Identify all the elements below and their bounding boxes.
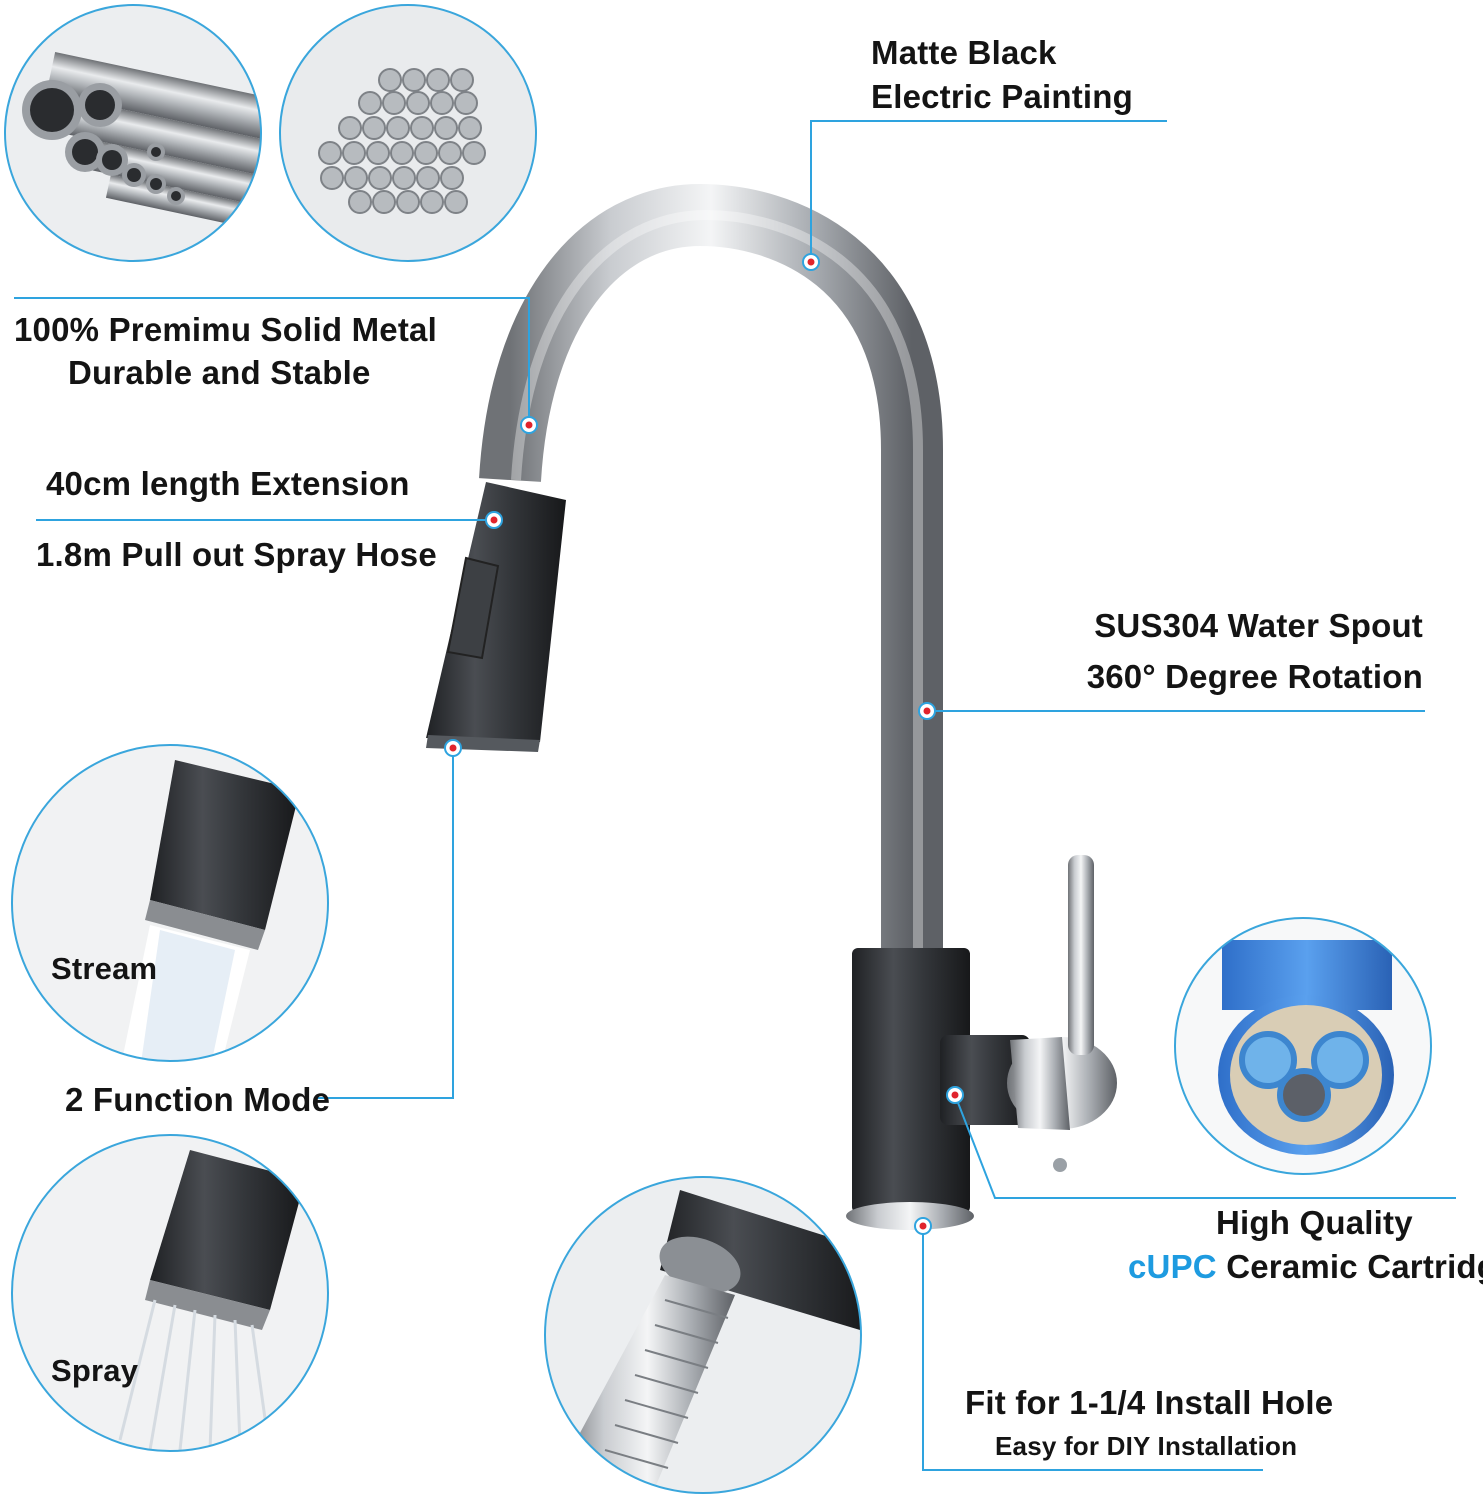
solid-metal-line2: Durable and Stable: [68, 354, 371, 391]
callout-dot: [946, 1086, 964, 1104]
spray-label: Spray: [51, 1353, 139, 1388]
callout-line-function-mode: [316, 748, 454, 1099]
callout-dot: [485, 511, 503, 529]
extension-line1: 40cm length Extension: [46, 465, 410, 502]
cartridge-line2: cUPC Ceramic Cartridge: [1128, 1250, 1483, 1283]
metal-rods-image: [279, 4, 537, 262]
callout-dots: [444, 253, 964, 1235]
install-line2: Easy for DIY Installation: [995, 1431, 1298, 1461]
callout-line-install: [922, 1226, 1263, 1471]
stream-mode-image: [11, 744, 329, 1062]
extension-line2: 1.8m Pull out Spray Hose: [36, 536, 437, 573]
callout-line-solid-metal: [14, 297, 530, 425]
ceramic-cartridge-image: [1174, 917, 1432, 1175]
matte-black-line1: Matte Black: [871, 34, 1057, 71]
solid-metal-line1: 100% Premimu Solid Metal: [14, 311, 437, 348]
faucet-image: [426, 183, 1117, 1230]
spout-line2: 360° Degree Rotation: [1086, 658, 1423, 695]
spray-mode-image: [11, 1134, 329, 1452]
callout-line-cartridge: [954, 1094, 1456, 1199]
cartridge-line2-rest: Ceramic Cartridge: [1226, 1248, 1483, 1285]
cupc-highlight: cUPC: [1128, 1248, 1217, 1285]
callout-dot: [444, 739, 462, 757]
matte-black-line2: Electric Painting: [871, 78, 1133, 115]
install-line1: Fit for 1-1/4 Install Hole: [965, 1384, 1334, 1421]
function-mode-label: 2 Function Mode: [65, 1081, 331, 1118]
callout-lines: [14, 120, 1456, 1471]
spout-line1: SUS304 Water Spout: [1094, 607, 1423, 644]
callout-dot: [914, 1217, 932, 1235]
metal-pipes-image: [4, 4, 262, 262]
callout-dot: [802, 253, 820, 271]
cartridge-line1: High Quality: [1216, 1204, 1413, 1241]
stream-label: Stream: [51, 951, 158, 986]
callout-line-matte-black: [810, 120, 1167, 262]
callout-dot: [918, 702, 936, 720]
callout-dot: [520, 416, 538, 434]
install-thread-image: [544, 1176, 862, 1494]
